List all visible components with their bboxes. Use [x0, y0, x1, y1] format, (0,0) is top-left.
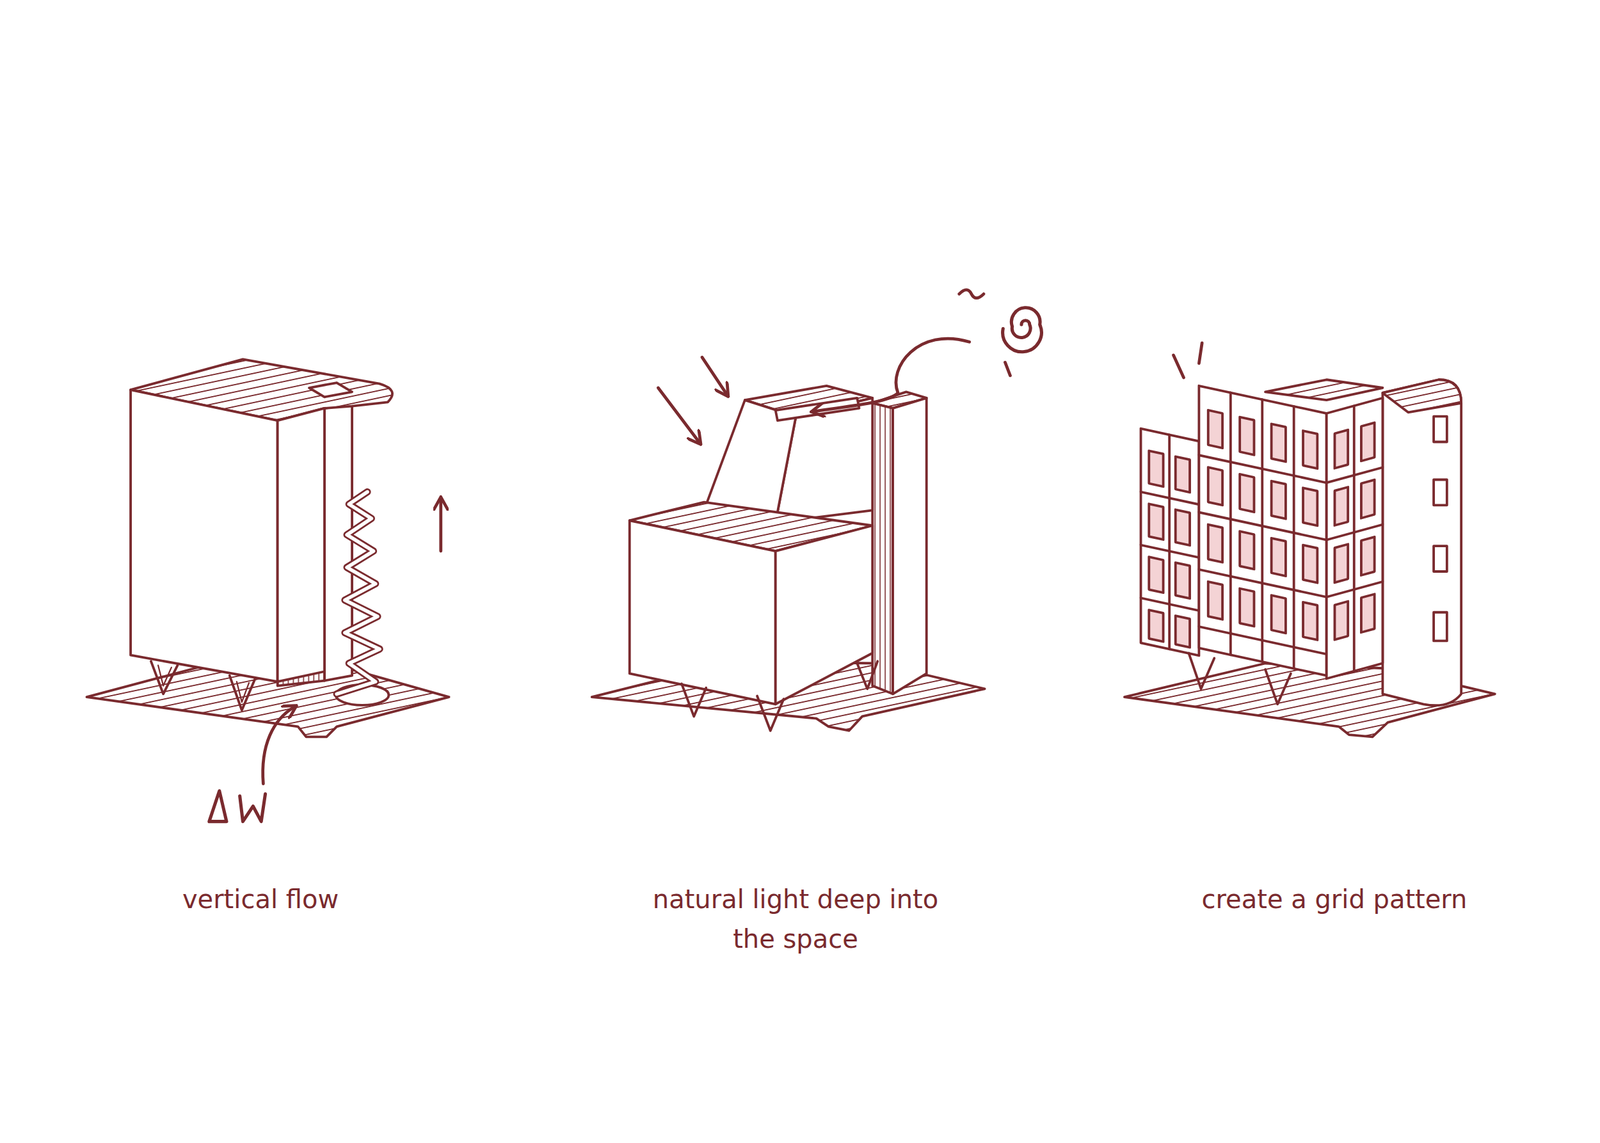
natural-light-sketch — [592, 289, 1042, 731]
vertical-flow-sketch — [87, 359, 450, 822]
caption-label: natural light deep into the space — [645, 879, 946, 959]
grid-pattern-sketch — [1124, 343, 1496, 737]
caption-label: create a grid pattern — [1129, 879, 1540, 920]
caption-label: vertical flow — [55, 879, 466, 920]
